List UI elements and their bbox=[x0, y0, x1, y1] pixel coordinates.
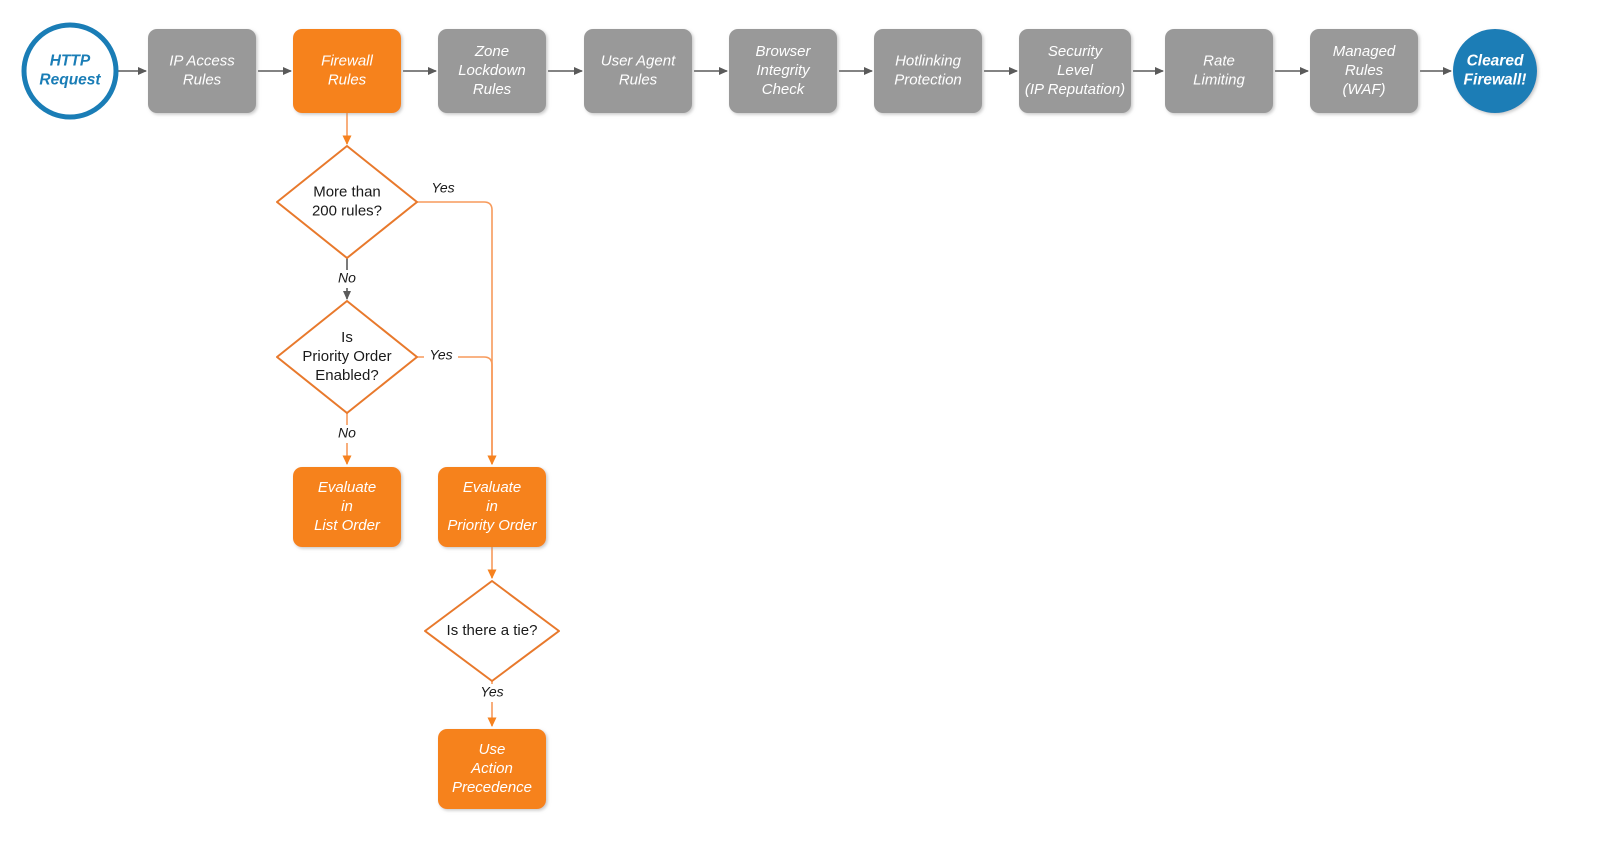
node-label: Enabled? bbox=[315, 367, 378, 384]
node-label: Request bbox=[39, 72, 101, 89]
node-label: Precedence bbox=[452, 779, 532, 796]
node-shape-rect bbox=[438, 29, 546, 113]
node-label: Is bbox=[341, 329, 353, 346]
node-shape-rect bbox=[148, 29, 256, 113]
node-label: User Agent bbox=[601, 52, 676, 69]
edge-label-backdrop bbox=[330, 270, 364, 288]
node-label: Rules bbox=[473, 81, 512, 98]
node-shape-rect bbox=[1019, 29, 1131, 113]
node-label: Evaluate bbox=[463, 479, 521, 496]
edge-label-backdrop bbox=[330, 425, 364, 443]
edge-label-conn-tie-yes: Yes bbox=[480, 684, 503, 700]
node-label: Managed bbox=[1333, 43, 1396, 60]
node-label: Rate bbox=[1203, 52, 1235, 69]
node-label: More than bbox=[313, 183, 381, 200]
node-label: Level bbox=[1057, 62, 1094, 79]
edge-label-conn-decision200-no: No bbox=[338, 270, 356, 286]
edge-label-conn-decision200-yes: Yes bbox=[431, 180, 454, 196]
node-label: Integrity bbox=[756, 62, 811, 79]
node-shape-rect bbox=[1310, 29, 1418, 113]
node-label: Rules bbox=[619, 71, 658, 88]
node-label: List Order bbox=[314, 517, 381, 534]
node-label: Firewall! bbox=[1464, 72, 1527, 89]
node-label: Lockdown bbox=[458, 62, 526, 79]
edge-label-conn-priority-no: No bbox=[338, 425, 356, 441]
node-label: (WAF) bbox=[1342, 81, 1385, 98]
node-shape-diamond bbox=[276, 145, 418, 259]
node-label: Priority Order bbox=[302, 348, 391, 365]
node-shape-circle bbox=[21, 22, 119, 120]
node-label: Limiting bbox=[1193, 71, 1245, 88]
node-label: Rules bbox=[183, 71, 222, 88]
node-label: Use bbox=[479, 741, 506, 758]
node-label: Priority Order bbox=[447, 517, 537, 534]
node-shape-rect bbox=[438, 467, 546, 547]
node-shape-circle bbox=[1453, 29, 1537, 113]
node-shape-rect bbox=[293, 29, 401, 113]
node-label: Rules bbox=[1345, 62, 1384, 79]
node-label: Cleared bbox=[1467, 53, 1524, 70]
node-label: in bbox=[486, 498, 498, 515]
node-label: Firewall bbox=[321, 52, 373, 69]
edge-label-backdrop bbox=[426, 180, 460, 198]
node-label: Check bbox=[762, 81, 806, 98]
node-label: 200 rules? bbox=[312, 202, 382, 219]
node-shape-rect bbox=[584, 29, 692, 113]
node-label: Evaluate bbox=[318, 479, 376, 496]
node-label: Security bbox=[1048, 43, 1104, 60]
node-shape-rect bbox=[293, 467, 401, 547]
node-shape-diamond bbox=[424, 580, 560, 682]
edge-label-backdrop bbox=[424, 347, 458, 365]
node-label: Action bbox=[470, 760, 513, 777]
edge-label-conn-priority-yes: Yes bbox=[429, 347, 452, 363]
node-decision-more-than-200[interactable]: More than 200 rules? bbox=[276, 145, 418, 259]
node-label: (IP Reputation) bbox=[1025, 81, 1125, 98]
node-label: HTTP bbox=[50, 53, 91, 70]
node-shape-rect bbox=[729, 29, 837, 113]
node-label: Zone bbox=[474, 43, 509, 60]
node-label: Rules bbox=[328, 71, 367, 88]
node-label: in bbox=[341, 498, 353, 515]
node-label: Protection bbox=[894, 71, 962, 88]
node-label: Browser bbox=[755, 43, 811, 60]
connector-conn-priority-yes bbox=[417, 356, 497, 465]
connector-conn-decision200-yes bbox=[417, 201, 497, 465]
node-shape-rect bbox=[874, 29, 982, 113]
node-decision-is-there-a-tie[interactable]: Is there a tie? bbox=[424, 580, 560, 682]
node-label: IP Access bbox=[169, 52, 235, 69]
node-label: Is there a tie? bbox=[447, 622, 538, 639]
edge-label-backdrop bbox=[475, 684, 509, 702]
node-label: Hotlinking bbox=[895, 52, 962, 69]
node-shape-rect bbox=[1165, 29, 1273, 113]
node-shape-rect bbox=[438, 729, 546, 809]
node-http-request[interactable]: HTTP Request bbox=[21, 22, 119, 120]
node-shape-diamond bbox=[276, 300, 418, 414]
